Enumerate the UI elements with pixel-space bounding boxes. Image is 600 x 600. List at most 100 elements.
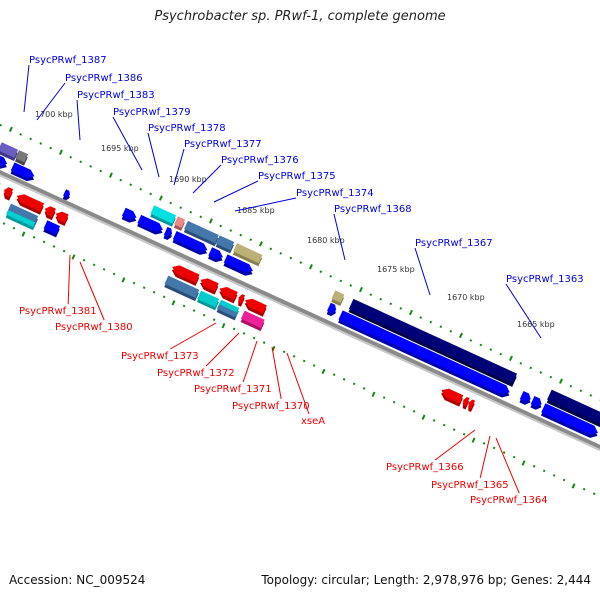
major-tick-bottom (221, 322, 226, 329)
gene-label-reverse: PsycPRwf_1364 (470, 495, 548, 506)
tick-group (0, 123, 600, 496)
minor-tick-top (199, 215, 203, 219)
minor-tick-top (529, 366, 533, 370)
minor-tick-top (0, 123, 3, 127)
minor-tick-top (569, 384, 573, 388)
gene-label-forward: PsycPRwf_1367 (415, 238, 493, 249)
minor-tick-top (369, 293, 373, 296)
gene-fwd-c (121, 207, 137, 223)
major-tick-top (108, 172, 113, 178)
minor-tick-bottom (552, 474, 556, 477)
gene-label-forward: PsycPRwf_1377 (184, 139, 262, 150)
minor-tick-top (149, 192, 153, 196)
tick-label: 1690 kbp (169, 175, 207, 184)
leader-line (414, 247, 431, 296)
minor-tick-bottom (202, 313, 206, 317)
minor-tick-top (239, 233, 243, 237)
minor-tick-bottom (292, 355, 296, 358)
minor-tick-top (289, 256, 293, 260)
tick-label: 1670 kbp (447, 293, 485, 302)
minor-tick-bottom (482, 442, 486, 445)
minor-tick-bottom (302, 359, 306, 363)
major-tick-top (259, 241, 263, 247)
minor-tick-top (549, 375, 553, 379)
gene-xseA (240, 310, 265, 332)
minor-tick-top (79, 160, 83, 164)
gene-1365 (462, 396, 470, 410)
gene-fwd-h (326, 302, 337, 317)
minor-tick-bottom (382, 396, 386, 399)
minor-tick-bottom (192, 309, 196, 312)
gene-1377 (183, 220, 219, 247)
minor-tick-bottom (492, 446, 496, 450)
gene-fwd-a (0, 154, 8, 169)
gene-label-reverse: PsycPRwf_1381 (19, 306, 97, 317)
minor-tick-top (119, 178, 123, 182)
tick-label: 1695 kbp (101, 144, 139, 153)
minor-tick-bottom (362, 387, 366, 390)
minor-tick-bottom (392, 400, 396, 404)
gene-fwd-i (338, 310, 510, 398)
gene-1378 (173, 216, 186, 231)
tick-label: 1665 kbp (517, 320, 555, 329)
minor-tick-top (329, 275, 333, 278)
minor-tick-top (439, 325, 443, 329)
gene-fwd-b (10, 162, 35, 182)
leader-line (36, 82, 66, 121)
leader-line (23, 64, 30, 113)
gene-rev-k (244, 298, 267, 317)
minor-tick-top (179, 206, 183, 209)
minor-tick-top (189, 210, 193, 214)
gene-rev-f (55, 211, 69, 226)
minor-tick-top (169, 201, 173, 205)
leader-line (434, 429, 476, 461)
minor-tick-top (419, 316, 423, 319)
minor-tick-bottom (212, 318, 216, 322)
gene-label-reverse: PsycPRwf_1380 (55, 322, 133, 333)
minor-tick-top (589, 394, 593, 397)
tick-label: 1685 kbp (237, 206, 275, 215)
gene-rev-e (44, 206, 56, 221)
gene-1376 (215, 235, 235, 254)
leader-line (67, 254, 71, 305)
minor-tick-top (29, 137, 33, 141)
minor-tick-bottom (62, 249, 66, 253)
leader-line (242, 340, 258, 383)
gene-1366 (441, 388, 464, 407)
map-title: Psychrobacter sp. PRwf-1, complete genom… (154, 9, 446, 24)
minor-tick-bottom (82, 258, 86, 262)
gene-label-reverse: PsycPRwf_1365 (431, 480, 509, 491)
gene-fwd-d (137, 214, 163, 235)
major-tick-bottom (321, 368, 326, 375)
minor-tick-top (349, 284, 353, 287)
minor-tick-top (229, 229, 233, 232)
minor-tick-bottom (332, 373, 336, 376)
major-tick-top (559, 378, 563, 384)
gene-label-forward: PsycPRwf_1387 (29, 55, 107, 66)
gene-label-reverse: PsycPRwf_1366 (386, 462, 464, 473)
gene-1381b (5, 209, 36, 231)
leader-line (173, 148, 185, 186)
leader-line (112, 116, 143, 171)
leader-line (79, 261, 105, 321)
minor-tick-top (479, 343, 483, 347)
major-tick-top (158, 195, 163, 201)
gene-fwd-l (540, 403, 598, 438)
gene-1363 (546, 389, 600, 428)
minor-tick-top (379, 297, 383, 301)
minor-tick-bottom (162, 295, 166, 299)
minor-tick-bottom (502, 451, 506, 454)
leader-line (213, 180, 259, 203)
minor-tick-bottom (32, 235, 36, 239)
minor-tick-top (89, 165, 93, 168)
genome-summary: Topology: circular; Length: 2,978,976 bp… (261, 573, 591, 587)
gene-1374 (172, 231, 208, 255)
leader-line (495, 437, 520, 494)
gene-1386 (14, 150, 29, 166)
minor-tick-bottom (562, 478, 566, 482)
major-tick-top (309, 264, 313, 270)
leader-line (205, 332, 240, 367)
minor-tick-top (469, 339, 473, 342)
minor-tick-bottom (512, 455, 516, 459)
gene-1364 (468, 399, 476, 413)
